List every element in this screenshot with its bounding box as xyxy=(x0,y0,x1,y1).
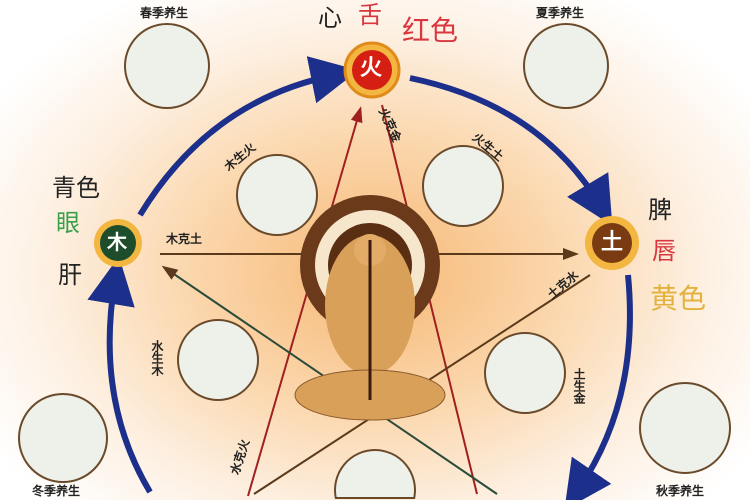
wood-node: 木 xyxy=(107,230,127,254)
autumn-label: 秋季养生 xyxy=(656,484,705,498)
line-water-fire xyxy=(247,106,363,497)
wood-color: 青色 xyxy=(52,174,100,202)
cycle-arrow-wood-fire xyxy=(137,56,359,217)
earth-metal-picture xyxy=(484,332,566,414)
summer-label: 夏季养生 xyxy=(536,6,585,20)
wood-fire-picture xyxy=(236,154,318,236)
summer-picture xyxy=(523,23,609,109)
wood-organ: 肝 xyxy=(58,261,82,289)
winter-label: 冬季养生 xyxy=(32,484,81,498)
fire-node: 火 xyxy=(360,56,383,81)
wood-earth-label: 木克土 xyxy=(166,232,203,246)
earth-node: 土 xyxy=(601,230,624,255)
earth-organ: 脾 xyxy=(648,196,672,224)
cycle-arrow-water-wood xyxy=(87,256,153,494)
cycle-arrow-earth-metal xyxy=(564,274,633,500)
autumn-picture xyxy=(639,382,731,474)
water-wood-label: 水生木 xyxy=(150,340,164,376)
fire-color: 红色 xyxy=(402,14,459,47)
fire-earth-picture xyxy=(422,145,504,227)
spring-picture xyxy=(124,23,210,109)
fire-sense: 舌 xyxy=(358,1,382,29)
fire-organ: 心 xyxy=(318,4,342,32)
wood-sense: 眼 xyxy=(56,209,80,237)
bottom-picture xyxy=(334,449,416,499)
winter-picture xyxy=(18,393,108,483)
cycle-arrow-fire-earth xyxy=(409,75,613,226)
earth-color: 黄色 xyxy=(650,282,707,315)
earth-metal-label: 土生金 xyxy=(572,368,586,404)
earth-sense: 唇 xyxy=(652,237,676,265)
meditating-figure xyxy=(294,195,446,421)
spring-label: 春季养生 xyxy=(140,6,189,20)
water-wood-picture xyxy=(177,319,259,401)
